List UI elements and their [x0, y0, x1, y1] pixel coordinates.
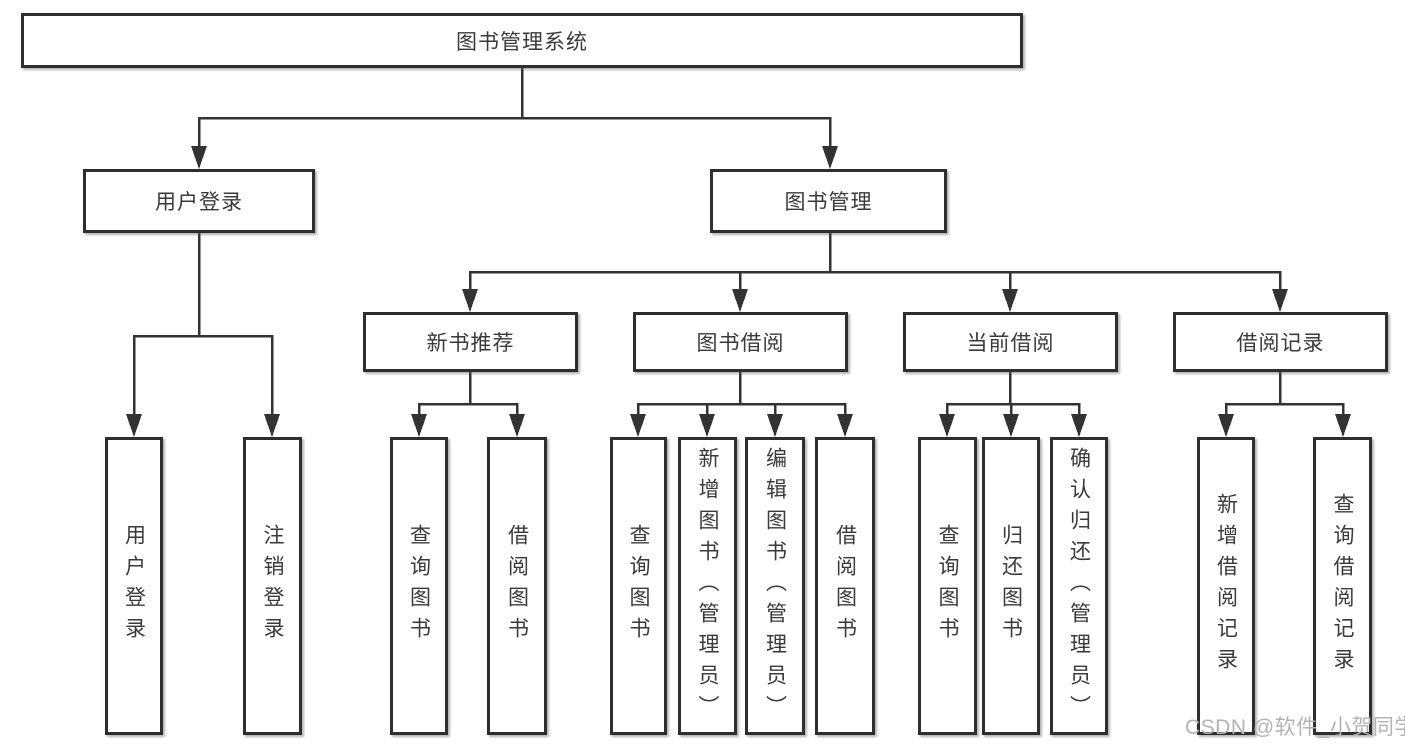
arrowhead-down-icon	[411, 414, 427, 437]
connector-current-to-leaves	[939, 372, 1087, 437]
leaf-current-query-books: 查询图书	[918, 437, 977, 735]
arrowhead-down-icon	[822, 146, 838, 169]
connector-newbooks-to-leaves	[411, 372, 525, 437]
leaf-logout: 注销登录	[243, 437, 302, 735]
arrowhead-down-icon	[767, 414, 783, 437]
connector-bookborrow-to-leaves	[630, 372, 853, 437]
arrowhead-down-icon	[1003, 414, 1019, 437]
node-user-login: 用户登录	[83, 169, 315, 233]
node-library-management-system: 图书管理系统	[21, 13, 1023, 68]
leaf-user-login: 用户登录	[105, 437, 163, 735]
arrowhead-down-icon	[126, 414, 142, 437]
arrowhead-down-icon	[264, 414, 280, 437]
node-book-borrowing: 图书借阅	[633, 312, 848, 372]
arrowhead-down-icon	[1272, 289, 1288, 312]
arrowhead-down-icon	[699, 414, 715, 437]
node-current-borrowing: 当前借阅	[903, 312, 1118, 372]
node-new-book-recommendation: 新书推荐	[363, 312, 578, 372]
arrowhead-down-icon	[732, 289, 748, 312]
node-borrowing-records: 借阅记录	[1173, 312, 1388, 372]
arrowhead-down-icon	[462, 289, 478, 312]
leaf-edit-book-admin: 编辑图书（管理员）	[745, 437, 805, 735]
arrowhead-down-icon	[630, 414, 646, 437]
connector-user-login-to-leaves	[126, 233, 280, 437]
arrowhead-down-icon	[939, 414, 955, 437]
leaf-query-borrow-record: 查询借阅记录	[1313, 437, 1372, 735]
leaf-return-books: 归还图书	[982, 437, 1040, 735]
connector-root-to-level1	[191, 68, 838, 169]
connector-book-mgmt-to-level2	[462, 233, 1288, 312]
connector-records-to-leaves	[1218, 372, 1351, 437]
arrowhead-down-icon	[509, 414, 525, 437]
leaf-confirm-return-admin: 确认归还（管理员）	[1050, 437, 1108, 735]
arrowhead-down-icon	[837, 414, 853, 437]
arrowhead-down-icon	[1071, 414, 1087, 437]
leaf-newbooks-borrow-books: 借阅图书	[487, 437, 547, 735]
leaf-add-book-admin: 新增图书（管理员）	[678, 437, 737, 735]
arrowhead-down-icon	[1218, 414, 1234, 437]
csdn-watermark: CSDN @软件_小贺同学	[1185, 716, 1405, 739]
leaf-borrow-borrow-books: 借阅图书	[815, 437, 875, 735]
arrowhead-down-icon	[1002, 289, 1018, 312]
leaf-add-borrow-record: 新增借阅记录	[1197, 437, 1255, 735]
arrowhead-down-icon	[191, 146, 207, 169]
leaf-borrow-query-books: 查询图书	[610, 437, 667, 735]
leaf-newbooks-query-books: 查询图书	[390, 437, 448, 735]
arrowhead-down-icon	[1335, 414, 1351, 437]
node-book-management: 图书管理	[710, 169, 947, 233]
